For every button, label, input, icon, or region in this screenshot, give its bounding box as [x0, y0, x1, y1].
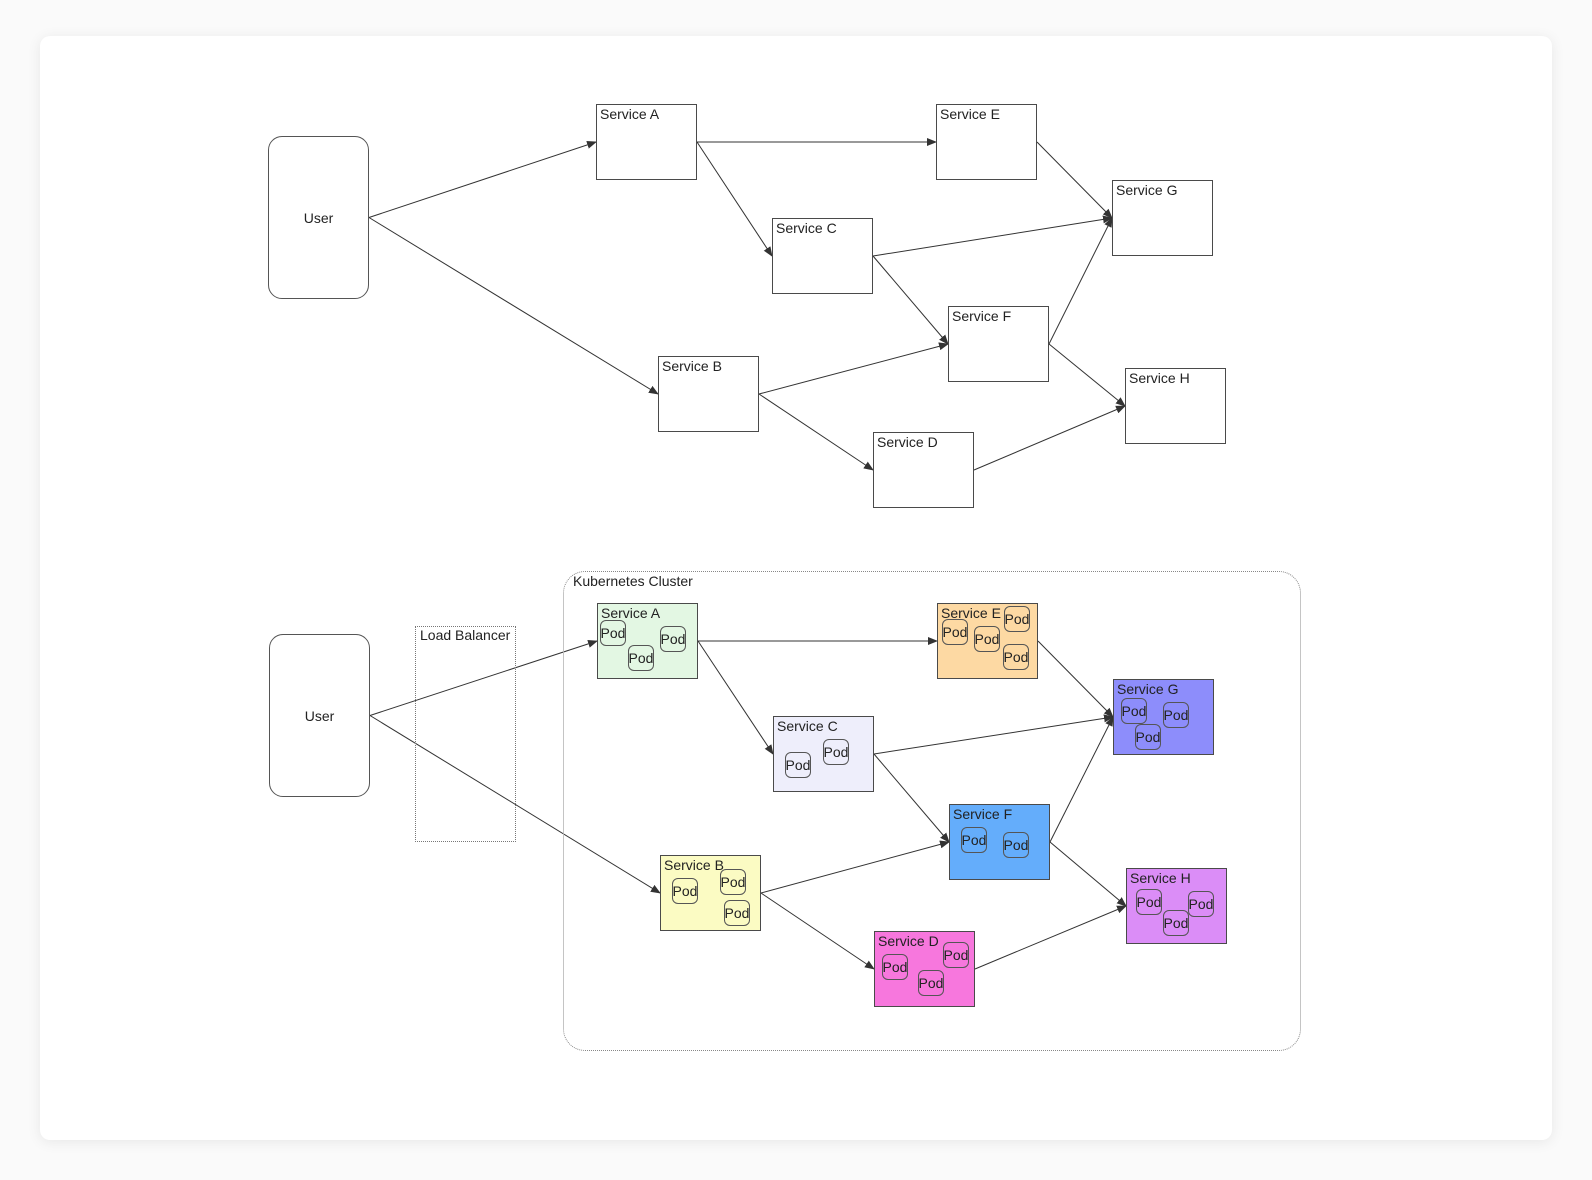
pod-icon[interactable]: Pod: [1003, 832, 1029, 858]
bottom-service-h[interactable]: Service H Pod Pod Pod: [1126, 868, 1227, 944]
bottom-service-f[interactable]: Service F Pod Pod: [949, 804, 1050, 880]
pod-icon[interactable]: Pod: [882, 954, 908, 980]
top-service-a[interactable]: Service A: [596, 104, 697, 180]
top-edge-e-to-g[interactable]: [1036, 141, 1113, 219]
pod-icon[interactable]: Pod: [628, 645, 654, 671]
top-service-h[interactable]: Service H: [1125, 368, 1226, 444]
pod-icon[interactable]: Pod: [720, 869, 746, 895]
bottom-edge-b-to-f[interactable]: [760, 840, 950, 894]
top-service-e[interactable]: Service E: [936, 104, 1037, 180]
pod-icon[interactable]: Pod: [943, 942, 969, 968]
top-service-c-label: Service C: [776, 220, 837, 236]
bottom-service-g-label: Service G: [1117, 681, 1179, 697]
bottom-service-f-label: Service F: [953, 806, 1013, 822]
bottom-edge-e-to-g[interactable]: [1037, 640, 1114, 718]
top-edge-c-to-f[interactable]: [872, 255, 949, 345]
pod-icon[interactable]: Pod: [1003, 644, 1029, 670]
pod-icon[interactable]: Pod: [1004, 606, 1030, 632]
top-service-g-label: Service G: [1116, 182, 1178, 198]
bottom-edge-b-to-d[interactable]: [760, 892, 875, 970]
top-edge-d-to-h[interactable]: [973, 405, 1126, 471]
pod-icon[interactable]: Pod: [724, 900, 750, 926]
bottom-service-g[interactable]: Service G Pod Pod Pod: [1113, 679, 1214, 755]
bottom-service-b-label: Service B: [664, 857, 724, 873]
pod-icon[interactable]: Pod: [961, 827, 987, 853]
bottom-edge-f-to-h[interactable]: [1049, 841, 1127, 907]
bottom-service-b[interactable]: Service B Pod Pod Pod: [660, 855, 761, 931]
bottom-service-a[interactable]: Service A Pod Pod Pod: [597, 603, 698, 679]
bottom-service-c[interactable]: Service C Pod Pod: [773, 716, 874, 792]
bottom-edge-a-to-c[interactable]: [697, 640, 774, 755]
bottom-service-a-label: Service A: [601, 605, 661, 621]
top-edge-user-to-b[interactable]: [368, 217, 659, 395]
top-edge-b-to-d[interactable]: [758, 393, 874, 471]
pod-icon[interactable]: Pod: [1163, 910, 1189, 936]
top-service-b-label: Service B: [662, 358, 722, 374]
top-edge-f-to-g[interactable]: [1048, 217, 1113, 345]
bottom-edge-c-to-f[interactable]: [873, 753, 950, 843]
bottom-edge-d-to-h[interactable]: [974, 905, 1127, 970]
top-service-h-label: Service H: [1129, 370, 1190, 386]
top-service-g[interactable]: Service G: [1112, 180, 1213, 256]
pod-icon[interactable]: Pod: [1135, 724, 1161, 750]
bottom-service-d[interactable]: Service D Pod Pod Pod: [874, 931, 975, 1007]
bottom-edge-f-to-g[interactable]: [1049, 716, 1114, 843]
pod-icon[interactable]: Pod: [1188, 891, 1214, 917]
bottom-service-e-label: Service E: [941, 605, 1001, 621]
kubernetes-cluster-boundary[interactable]: Kubernetes Cluster: [563, 571, 1301, 1051]
top-service-f-label: Service F: [952, 308, 1012, 324]
kubernetes-cluster-label: Kubernetes Cluster: [573, 573, 693, 589]
top-service-d[interactable]: Service D: [873, 432, 974, 508]
top-service-c[interactable]: Service C: [772, 218, 873, 294]
load-balancer-label: Load Balancer: [420, 627, 511, 643]
pod-icon[interactable]: Pod: [785, 752, 811, 778]
pod-icon[interactable]: Pod: [1163, 702, 1189, 728]
bottom-edge-c-to-g[interactable]: [873, 714, 1114, 755]
top-edge-f-to-h[interactable]: [1048, 343, 1126, 407]
pod-icon[interactable]: Pod: [672, 878, 698, 904]
bottom-edge-user-to-a[interactable]: [369, 640, 598, 716]
top-service-f[interactable]: Service F: [948, 306, 1049, 382]
pod-icon[interactable]: Pod: [660, 626, 686, 652]
top-edge-c-to-g[interactable]: [872, 215, 1113, 257]
top-edge-b-to-f[interactable]: [758, 342, 949, 395]
top-service-a-label: Service A: [600, 106, 660, 122]
top-user-label: User: [303, 209, 334, 226]
pod-icon[interactable]: Pod: [1136, 889, 1162, 915]
pod-icon[interactable]: Pod: [974, 626, 1000, 652]
pod-icon[interactable]: Pod: [600, 620, 626, 646]
bottom-service-d-label: Service D: [878, 933, 939, 949]
diagram-canvas: User Service A Service E Service G Servi…: [40, 36, 1552, 1140]
pod-icon[interactable]: Pod: [823, 739, 849, 765]
pod-icon[interactable]: Pod: [918, 970, 944, 996]
top-service-b[interactable]: Service B: [658, 356, 759, 432]
bottom-service-e[interactable]: Service E Pod Pod Pod Pod: [937, 603, 1038, 679]
pod-icon[interactable]: Pod: [942, 619, 968, 645]
bottom-user-label: User: [304, 707, 335, 724]
top-service-d-label: Service D: [877, 434, 938, 450]
top-edge-user-to-a[interactable]: [368, 141, 597, 218]
bottom-service-h-label: Service H: [1130, 870, 1191, 886]
bottom-user-node[interactable]: User: [269, 634, 370, 797]
bottom-service-c-label: Service C: [777, 718, 838, 734]
load-balancer[interactable]: Load Balancer: [415, 626, 516, 842]
top-edge-a-to-c[interactable]: [696, 141, 773, 257]
pod-icon[interactable]: Pod: [1121, 698, 1147, 724]
top-user-node[interactable]: User: [268, 136, 369, 299]
top-service-e-label: Service E: [940, 106, 1000, 122]
